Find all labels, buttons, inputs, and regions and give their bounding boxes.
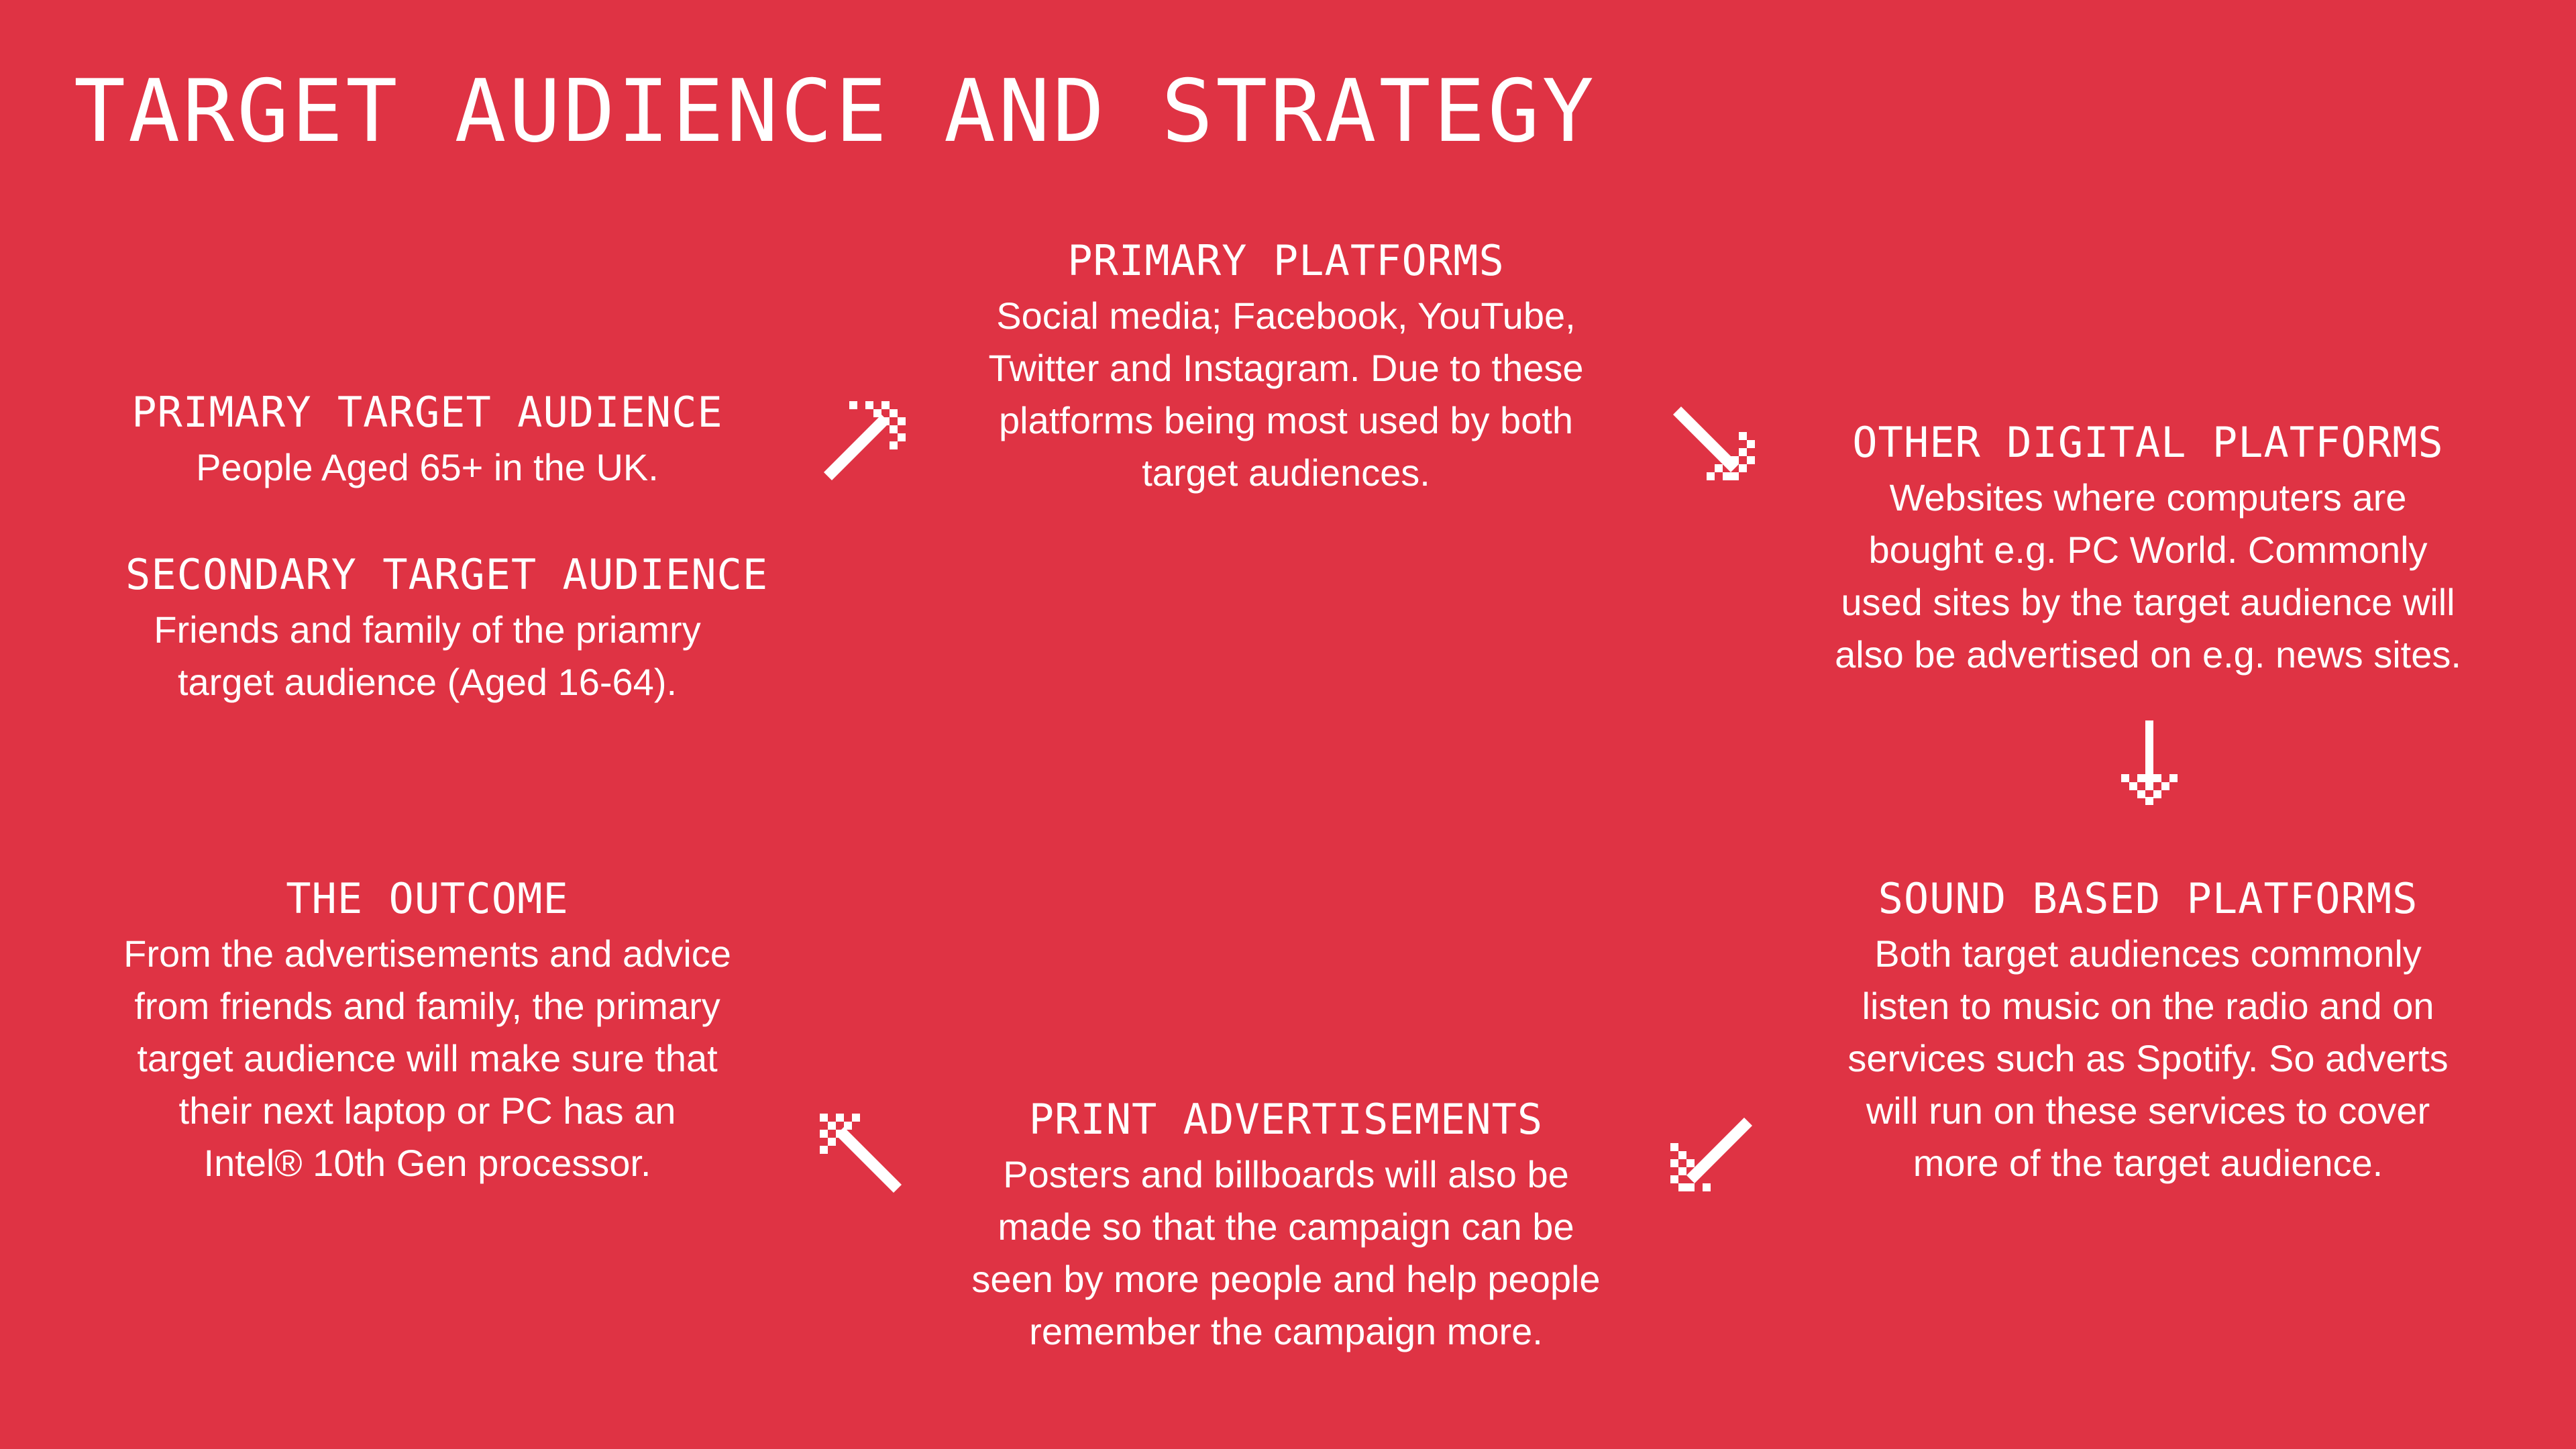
other-digital-text: Websites where computers are bought e.g.… xyxy=(1835,476,2461,676)
sound-based-text: Both target audiences commonly listen to… xyxy=(1847,932,2449,1184)
print-ads-text: Posters and billboards will also be made… xyxy=(971,1153,1601,1352)
target-audience-block: PRIMARY TARGET AUDIENCE People Aged 65+ … xyxy=(125,384,769,708)
arrow-up-right-icon xyxy=(820,398,906,484)
secondary-target-heading: SECONDARY TARGET AUDIENCE xyxy=(125,550,769,599)
primary-platforms-block: PRIMARY PLATFORMS Social media; Facebook… xyxy=(951,232,1621,499)
outcome-block: THE OUTCOME From the advertisements and … xyxy=(72,870,783,1189)
sound-based-block: SOUND BASED PLATFORMS Both target audien… xyxy=(1813,870,2483,1189)
print-ads-block: PRINT ADVERTISEMENTS Posters and billboa… xyxy=(930,1091,1642,1358)
primary-platforms-heading: PRIMARY PLATFORMS xyxy=(1067,236,1505,285)
primary-target-text: People Aged 65+ in the UK. xyxy=(196,446,659,488)
arrow-up-left-icon xyxy=(820,1111,906,1197)
page-title: TARGET AUDIENCE AND STRATEGY xyxy=(74,62,1597,162)
arrow-down-left-icon xyxy=(1670,1114,1756,1199)
secondary-target-text: Friends and family of the priamry target… xyxy=(154,608,701,703)
other-digital-block: OTHER DIGITAL PLATFORMS Websites where c… xyxy=(1792,414,2504,681)
print-ads-heading: PRINT ADVERTISEMENTS xyxy=(1028,1095,1544,1144)
other-digital-heading: OTHER DIGITAL PLATFORMS xyxy=(1852,418,2444,467)
outcome-heading: THE OUTCOME xyxy=(286,874,569,923)
outcome-text: From the advertisements and advice from … xyxy=(123,932,731,1184)
arrow-down-icon xyxy=(2106,719,2192,805)
sound-based-heading: SOUND BASED PLATFORMS xyxy=(1878,874,2418,923)
primary-target-heading: PRIMARY TARGET AUDIENCE xyxy=(131,388,723,437)
primary-platforms-text: Social media; Facebook, YouTube, Twitter… xyxy=(988,294,1584,494)
arrow-down-right-icon xyxy=(1669,402,1755,488)
